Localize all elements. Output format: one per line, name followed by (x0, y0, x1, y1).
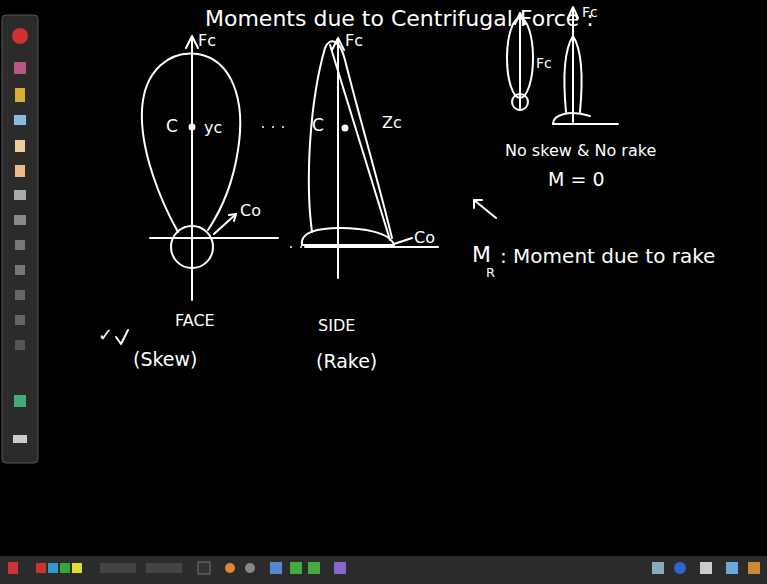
title: Moments due to Centrifugal Force : (205, 8, 594, 30)
view-label: FACE (175, 313, 215, 329)
view-note: (Skew) (133, 350, 197, 369)
offset-label: yc (204, 120, 222, 136)
side-view-blade (302, 38, 438, 278)
origin-label: Co (414, 230, 435, 246)
toolbar-icons (12, 28, 28, 443)
bottom-toolbar (0, 556, 767, 584)
moment-result: M = 0 (548, 170, 604, 189)
check-mark: ✓ (98, 326, 113, 344)
offset-label: Zc (382, 115, 402, 131)
force-label: Fc (582, 5, 598, 19)
side-toolbar (2, 15, 38, 463)
bottom-toolbar-icons (8, 562, 760, 574)
moment-subscript: R (486, 266, 495, 279)
centroid-label: C (312, 117, 324, 134)
view-label: SIDE (318, 318, 355, 334)
centroid-label: C (166, 118, 178, 135)
force-label: Fc (345, 33, 363, 49)
no-skew-no-rake-figures (474, 7, 618, 218)
moment-symbol: M (472, 244, 491, 266)
view-note: (Rake) (316, 352, 377, 371)
force-label: Fc (198, 33, 216, 49)
origin-label: Co (240, 203, 261, 219)
face-view-blade (116, 36, 278, 344)
force-label: Fc (536, 56, 552, 70)
moment-definition: : Moment due to rake (500, 246, 715, 266)
note-text: No skew & No rake (505, 143, 656, 159)
